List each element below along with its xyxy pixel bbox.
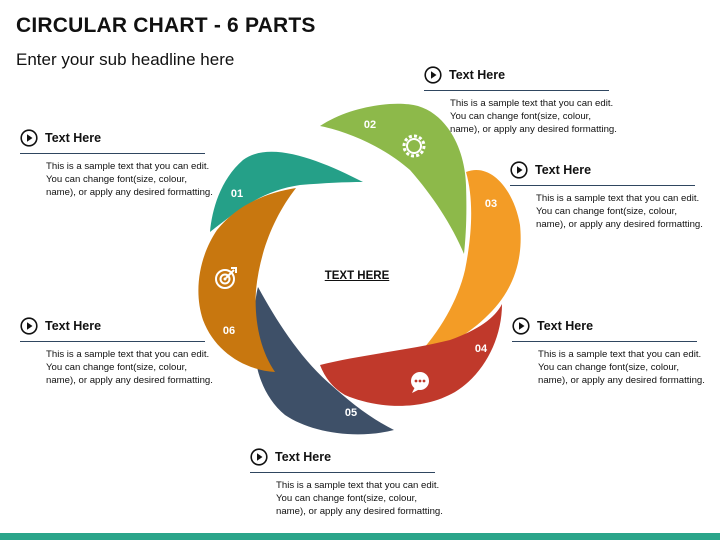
callout-heading: Text Here bbox=[535, 163, 592, 177]
divider bbox=[424, 90, 609, 91]
callout-01: Text Here This is a sample text that you… bbox=[20, 128, 216, 199]
callout-02: Text Here This is a sample text that you… bbox=[424, 65, 620, 136]
segment-03[interactable] bbox=[415, 169, 521, 358]
gear-icon bbox=[402, 134, 426, 158]
callout-04: Text Here This is a sample text that you… bbox=[512, 316, 708, 387]
callout-text: This is a sample text that you can edit.… bbox=[538, 349, 705, 386]
divider bbox=[510, 185, 695, 186]
callout-heading: Text Here bbox=[537, 319, 594, 333]
callout-text: This is a sample text that you can edit.… bbox=[450, 98, 617, 135]
callout-05: Text Here This is a sample text that you… bbox=[250, 447, 446, 518]
segment-number-03: 03 bbox=[485, 198, 497, 210]
page-title: CIRCULAR CHART - 6 PARTS bbox=[16, 14, 316, 37]
segment-04[interactable] bbox=[320, 304, 502, 406]
bottom-accent-bar bbox=[0, 533, 720, 540]
play-icon bbox=[424, 66, 442, 84]
callout-heading: Text Here bbox=[449, 68, 506, 82]
segment-number-04: 04 bbox=[475, 343, 488, 355]
callout-heading: Text Here bbox=[45, 131, 102, 145]
play-icon bbox=[20, 129, 38, 147]
segment-05[interactable] bbox=[253, 287, 394, 435]
segment-number-05: 05 bbox=[345, 407, 357, 419]
divider bbox=[20, 341, 205, 342]
callout-heading: Text Here bbox=[45, 319, 102, 333]
divider bbox=[512, 341, 697, 342]
divider bbox=[20, 153, 205, 154]
play-icon bbox=[510, 161, 528, 179]
segment-number-02: 02 bbox=[364, 119, 376, 131]
center-label: TEXT HERE bbox=[324, 270, 390, 282]
chat-bubble-icon bbox=[411, 372, 429, 393]
page-subtitle: Enter your sub headline here bbox=[16, 50, 235, 69]
callout-text: This is a sample text that you can edit.… bbox=[536, 193, 703, 230]
play-icon bbox=[250, 448, 268, 466]
callout-text: This is a sample text that you can edit.… bbox=[46, 349, 213, 386]
play-icon bbox=[512, 317, 530, 335]
callout-text: This is a sample text that you can edit.… bbox=[276, 480, 443, 517]
callout-03: Text Here This is a sample text that you… bbox=[510, 160, 706, 231]
play-icon bbox=[20, 317, 38, 335]
callout-06: Text Here This is a sample text that you… bbox=[20, 316, 216, 387]
segment-number-06: 06 bbox=[223, 325, 235, 337]
divider bbox=[250, 472, 435, 473]
callout-heading: Text Here bbox=[275, 450, 332, 464]
target-icon bbox=[215, 267, 237, 289]
callout-text: This is a sample text that you can edit.… bbox=[46, 161, 213, 198]
